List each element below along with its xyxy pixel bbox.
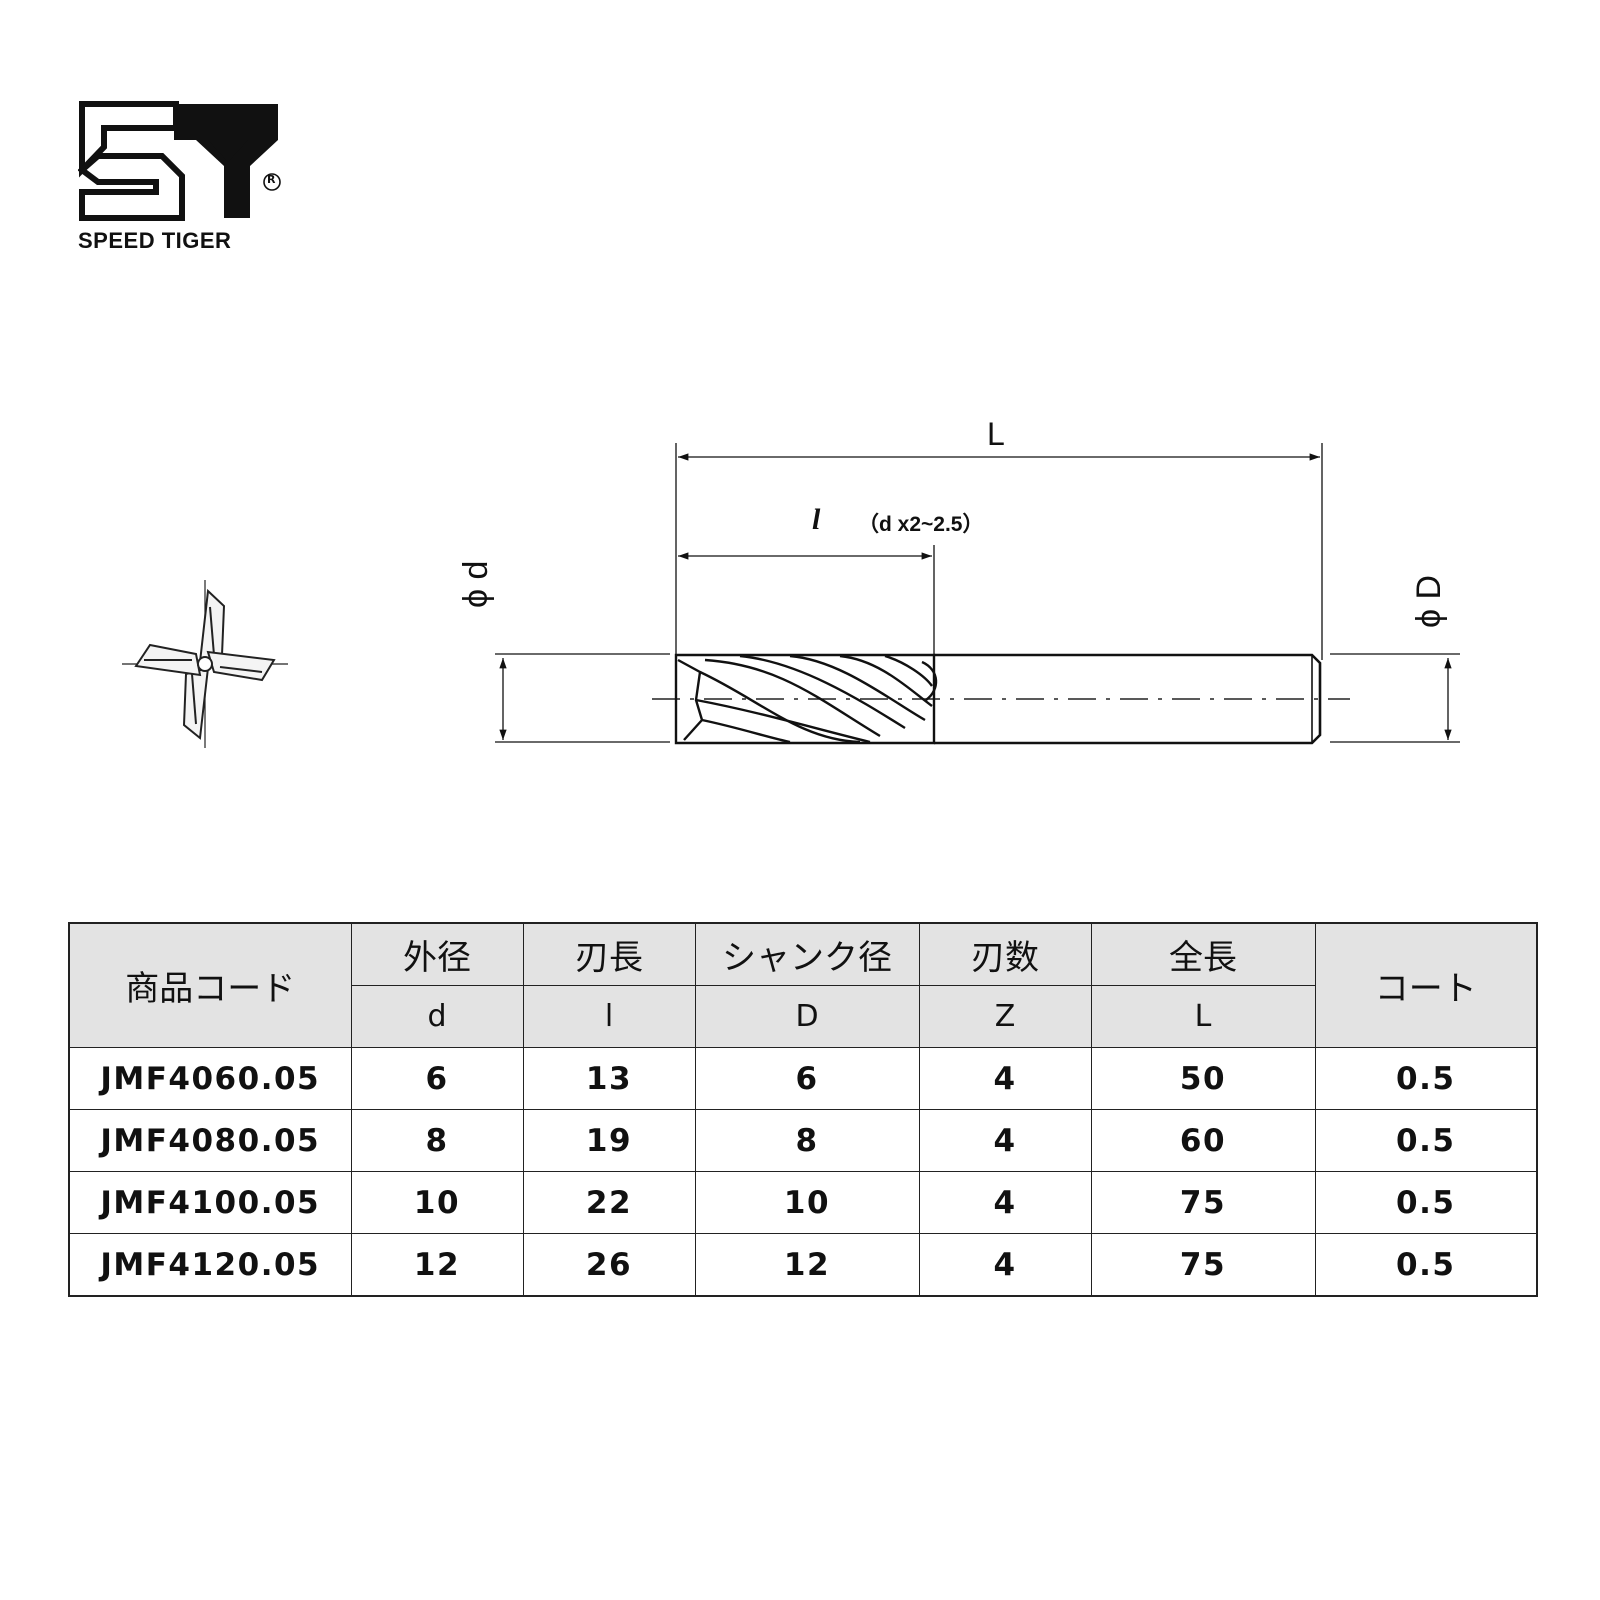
cell-Z: 4 bbox=[918, 1171, 1092, 1234]
cell-d: 6 bbox=[350, 1047, 524, 1110]
column-symbol-L: L bbox=[1090, 985, 1316, 1048]
cell-l: 22 bbox=[522, 1171, 696, 1234]
cell-coat: 0.5 bbox=[1314, 1233, 1538, 1297]
column-header-flute-length: 刃長 bbox=[522, 922, 696, 986]
cell-d: 10 bbox=[350, 1171, 524, 1234]
table-row: JMF4080.05 8 19 8 4 60 0.5 bbox=[68, 1109, 1538, 1172]
table-row: JMF4060.05 6 13 6 4 50 0.5 bbox=[68, 1047, 1538, 1110]
cell-code: JMF4120.05 bbox=[68, 1233, 352, 1297]
shank-diameter-label: ϕ D bbox=[1410, 574, 1448, 628]
table-symbol-row: d l D Z L bbox=[69, 985, 1537, 1048]
cell-code: JMF4060.05 bbox=[68, 1047, 352, 1110]
product-code-header: 商品コード bbox=[68, 922, 352, 1048]
cell-L: 75 bbox=[1090, 1233, 1316, 1297]
brand-name: SPEED TIGER bbox=[78, 228, 232, 253]
flute-length-note: （d x2~2.5） bbox=[858, 513, 984, 536]
cell-D: 8 bbox=[694, 1109, 920, 1172]
cell-L: 50 bbox=[1090, 1047, 1316, 1110]
cell-Z: 4 bbox=[918, 1233, 1092, 1297]
registered-mark-letter: R bbox=[267, 173, 276, 186]
flute-length-label: l bbox=[812, 503, 821, 536]
dimension-cutter-diameter bbox=[495, 653, 670, 743]
cell-d: 12 bbox=[350, 1233, 524, 1297]
cell-D: 6 bbox=[694, 1047, 920, 1110]
cell-l: 13 bbox=[522, 1047, 696, 1110]
column-header-overall-length: 全長 bbox=[1090, 922, 1316, 986]
shank bbox=[934, 653, 1322, 745]
cell-coat: 0.5 bbox=[1314, 1109, 1538, 1172]
end-view-icon bbox=[122, 580, 288, 748]
column-symbol-l: l bbox=[522, 985, 696, 1048]
cell-L: 75 bbox=[1090, 1171, 1316, 1234]
dimension-shank-diameter bbox=[1330, 653, 1460, 743]
column-symbol-D: D bbox=[694, 985, 920, 1048]
cell-coat: 0.5 bbox=[1314, 1047, 1538, 1110]
spec-table: 商品コード 外径 刃長 シャンク径 刃数 全長 コート d l D Z L JM… bbox=[68, 922, 1538, 1297]
column-header-shank-diameter: シャンク径 bbox=[694, 922, 920, 986]
overall-length-label: L bbox=[987, 416, 1005, 452]
registered-mark-icon bbox=[263, 173, 281, 191]
dimension-overall-length bbox=[675, 443, 1323, 660]
table-row: JMF4100.05 10 22 10 4 75 0.5 bbox=[68, 1171, 1538, 1234]
fluted-section bbox=[674, 653, 938, 745]
cell-Z: 4 bbox=[918, 1047, 1092, 1110]
cell-D: 10 bbox=[694, 1171, 920, 1234]
cell-Z: 4 bbox=[918, 1109, 1092, 1172]
cell-coat: 0.5 bbox=[1314, 1171, 1538, 1234]
cell-l: 19 bbox=[522, 1109, 696, 1172]
cell-L: 60 bbox=[1090, 1109, 1316, 1172]
cell-code: JMF4080.05 bbox=[68, 1109, 352, 1172]
table-row: JMF4120.05 12 26 12 4 75 0.5 bbox=[68, 1233, 1538, 1297]
st-logo-mark-icon bbox=[78, 101, 281, 221]
cell-D: 12 bbox=[694, 1233, 920, 1297]
cell-code: JMF4100.05 bbox=[68, 1171, 352, 1234]
column-symbol-Z: Z bbox=[918, 985, 1092, 1048]
cell-l: 26 bbox=[522, 1233, 696, 1297]
speed-tiger-logo: R SPEED TIGER bbox=[78, 100, 288, 260]
column-header-outer-diameter: 外径 bbox=[350, 922, 524, 986]
end-mill-drawing bbox=[122, 443, 1460, 748]
cutter-diameter-label: ϕ d bbox=[457, 560, 495, 608]
dimension-flute-length bbox=[678, 545, 935, 660]
table-header-row: 商品コード 外径 刃長 シャンク径 刃数 全長 コート bbox=[68, 922, 1538, 1048]
coat-header: コート bbox=[1314, 922, 1538, 1048]
column-symbol-d: d bbox=[350, 985, 524, 1048]
column-header-flutes: 刃数 bbox=[918, 922, 1092, 986]
cell-d: 8 bbox=[350, 1109, 524, 1172]
